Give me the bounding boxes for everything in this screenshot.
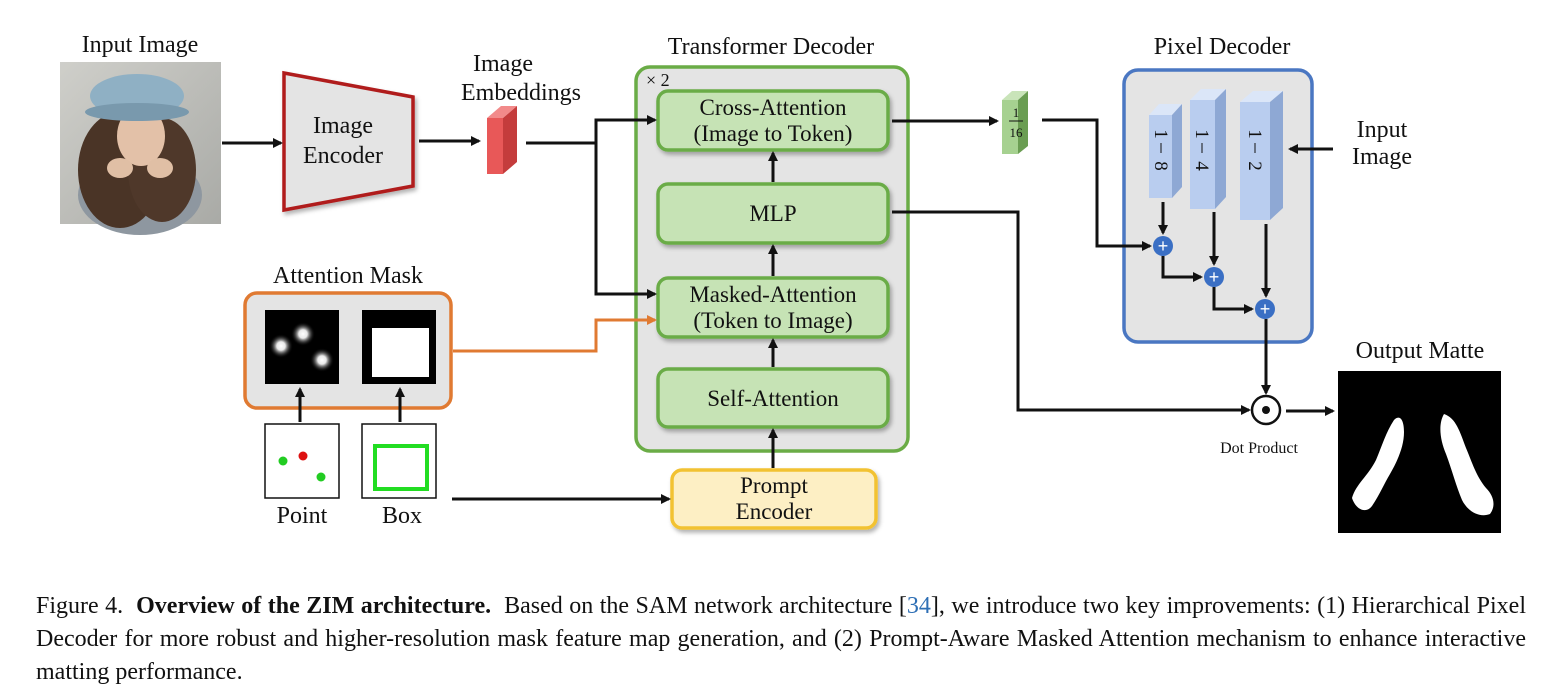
feature-1-16-num: 1: [1013, 105, 1020, 120]
pixel-feature-1-8-num: 1: [1150, 129, 1171, 139]
image-embeddings-label-line2: Embeddings: [461, 80, 581, 106]
cross-attention-label-line1: Cross-Attention: [700, 95, 847, 120]
connector-arrows: [222, 115, 1335, 504]
pixel-feature-1-2-den: 2: [1244, 161, 1265, 171]
point-label: Point: [277, 503, 328, 529]
feature-1-16-den: 16: [1010, 125, 1024, 140]
pixel-decoder-title: Pixel Decoder: [1154, 34, 1291, 60]
dot-product-label: Dot Product: [1220, 440, 1298, 457]
pixel-feature-1-4-den: 4: [1191, 161, 1212, 171]
image-encoder-label-line2: Encoder: [303, 143, 383, 169]
plus-node-3: +: [1255, 299, 1275, 319]
self-attention-label: Self-Attention: [707, 386, 839, 411]
plus-node-2: +: [1204, 267, 1224, 287]
masked-attention-block: [656, 276, 890, 339]
point-prompt: [264, 423, 340, 499]
point-attention-mask: [265, 310, 339, 384]
input-image-label: Input Image: [82, 32, 199, 58]
image-embeddings-tensor: [487, 106, 517, 174]
svg-text:+: +: [1209, 267, 1220, 287]
masked-attention-label-line1: Masked-Attention: [689, 282, 857, 307]
cross-attention-label-line2: (Image to Token): [694, 121, 853, 146]
figure-label: Figure 4.: [36, 593, 124, 619]
pixel-feature-1-2-num: 1: [1244, 129, 1265, 139]
input-image-right-line1: Input: [1357, 117, 1408, 143]
plus-node-1: +: [1153, 236, 1173, 256]
input-image-photo: [60, 62, 221, 235]
repeat-label: × 2: [646, 70, 670, 90]
attention-mask-arrow: [453, 315, 657, 353]
svg-text:+: +: [1158, 236, 1169, 256]
prompt-encoder-block: [670, 468, 878, 530]
cross-attention-block: [656, 89, 890, 152]
box-label: Box: [382, 503, 422, 529]
self-attention-block: [656, 367, 890, 429]
pixel-feature-1-2: [1240, 91, 1283, 220]
mlp-label: MLP: [749, 201, 796, 226]
pixel-feature-1-8: [1149, 104, 1182, 198]
pixel-feature-1-8-den: 8: [1150, 161, 1171, 171]
input-image-right-line2: Image: [1352, 144, 1412, 170]
transformer-decoder-title: Transformer Decoder: [668, 34, 874, 60]
image-embeddings-label-line1: Image: [473, 51, 533, 77]
pixel-feature-1-4-num: 1: [1191, 129, 1212, 139]
caption-text-start: Based on the SAM network architecture [: [504, 593, 907, 619]
feature-1-16: [1002, 91, 1028, 154]
image-encoder-block: [282, 70, 415, 213]
box-attention-mask: [362, 310, 436, 384]
svg-text:+: +: [1260, 299, 1271, 319]
prompt-encoder-label-line2: Encoder: [736, 499, 813, 524]
caption-title: Overview of the ZIM architecture.: [136, 593, 492, 619]
box-prompt: [361, 423, 437, 499]
dot-product-node: [1250, 394, 1282, 426]
caption-text-end: ], we introduce two key improvements: (1…: [36, 593, 1526, 685]
output-matte-image: [1338, 371, 1501, 533]
output-matte-title: Output Matte: [1356, 338, 1485, 364]
image-encoder-label-line1: Image: [313, 113, 373, 139]
figure-caption: Figure 4. Overview of the ZIM architectu…: [36, 590, 1526, 689]
pixel-feature-1-4: [1190, 89, 1226, 209]
citation-link[interactable]: 34: [906, 593, 931, 619]
zim-architecture-diagram: Input Image Image Encoder Image Embeddin…: [60, 32, 1501, 533]
masked-attention-label-line2: (Token to Image): [693, 308, 852, 333]
attention-mask-title: Attention Mask: [273, 263, 423, 289]
prompt-encoder-label-line1: Prompt: [740, 473, 808, 498]
mlp-block: [656, 182, 890, 245]
